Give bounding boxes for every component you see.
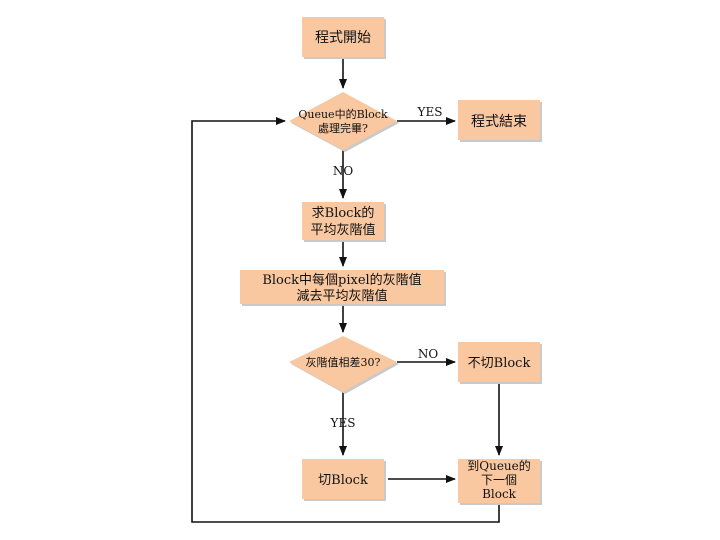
edges [191,58,503,523]
node-subtract-line-2: 減去平均灰階值 [296,288,387,304]
edge-labels: YES NO NO YES [330,105,443,430]
node-end-line-1: 程式結束 [471,114,527,130]
edge-next-loop-back [191,117,500,523]
label-no-to-nocut: NO [418,347,439,361]
node-no-cut: 不切Block [458,342,542,384]
node-end: 程式結束 [458,100,542,142]
node-check-queue: Queue中的Block 處理完畢? [289,92,399,152]
node-next-block-line-1: 到Queue的 [467,458,531,473]
node-start-line-1: 程式開始 [315,30,371,46]
node-next-block-line-2: 下一個 [481,473,517,487]
node-start: 程式開始 [302,17,386,59]
node-check-threshold: 灰階值相差30? [289,336,399,394]
node-cut: 切Block [302,459,386,501]
label-no-to-avg: NO [333,164,354,178]
node-check-queue-line-1: Queue中的Block [298,107,388,121]
node-next-block: 到Queue的 下一個 Block [458,458,542,505]
node-check-queue-line-2: 處理完畢? [318,121,368,135]
node-subtract-line-1: Block中每個pixel的灰階值 [262,272,421,288]
node-check-threshold-line-1: 灰階值相差30? [306,355,381,369]
label-yes-to-cut: YES [330,416,356,430]
node-no-cut-line-1: 不切Block [468,356,531,371]
node-avg-gray-line-1: 求Block的 [312,205,375,221]
node-cut-line-1: 切Block [318,473,368,488]
node-subtract: Block中每個pixel的灰階值 減去平均灰階值 [240,270,446,306]
node-avg-gray-line-2: 平均灰階值 [310,222,375,238]
node-avg-gray: 求Block的 平均灰階值 [302,202,386,242]
label-yes-to-end: YES [417,105,443,119]
node-next-block-line-3: Block [482,487,517,501]
